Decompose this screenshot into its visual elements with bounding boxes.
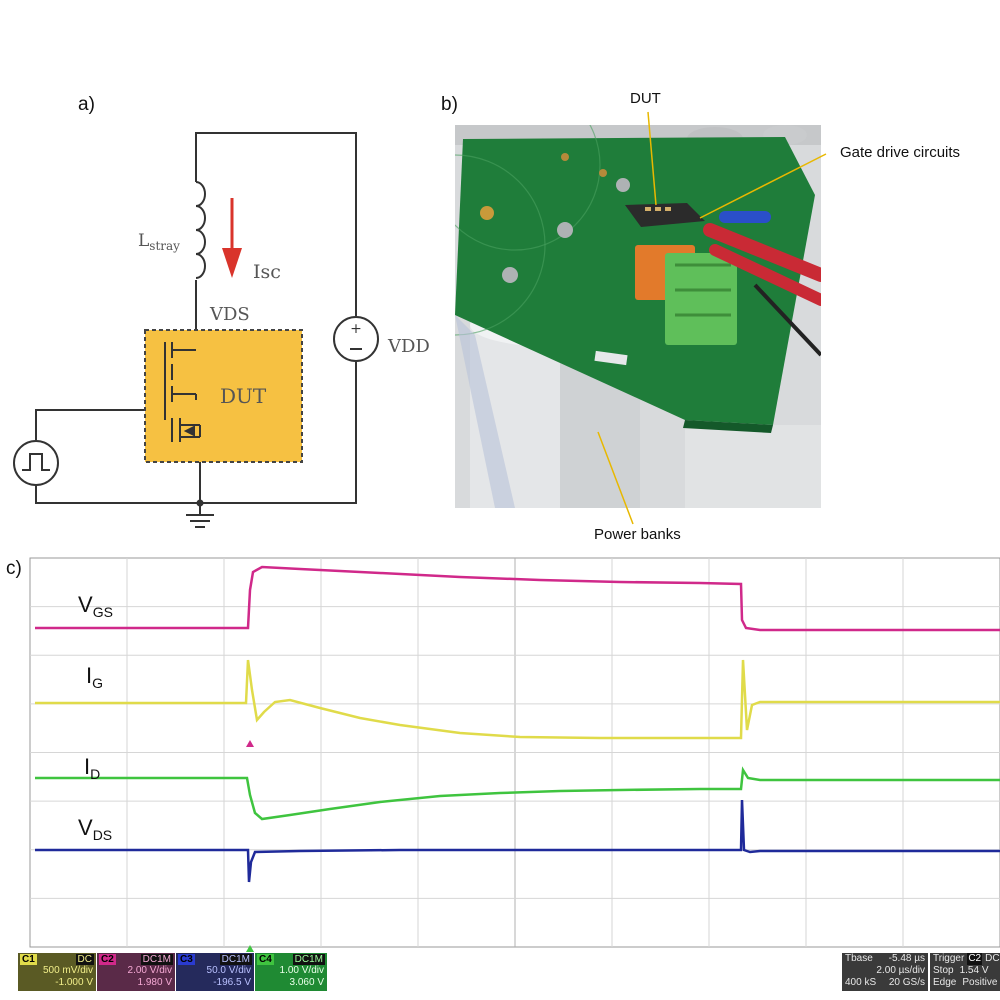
channel-offset: -1.000 V (55, 977, 93, 988)
dut-label: DUT (220, 384, 267, 408)
ground-symbol (186, 514, 214, 528)
channel-readout-c3[interactable]: C3 DC1M 50.0 V/div -196.5 V (176, 953, 254, 991)
id-trace (35, 766, 1000, 821)
inductor-coil (195, 181, 206, 279)
callout-dut: DUT (630, 90, 661, 107)
channel-coupling: DC (75, 953, 94, 965)
ig-label: IG (86, 663, 103, 691)
timebase-delay: -5.48 µs (888, 953, 925, 964)
ig-trace (35, 659, 1000, 740)
current-label: Isc (253, 261, 281, 283)
vgs-trace (35, 565, 1000, 632)
vds-trace (35, 799, 1000, 883)
channel-coupling: DC1M (292, 953, 325, 965)
channel-readout-c2[interactable]: C2 DC1M 2.00 V/div 1.980 V (97, 953, 175, 991)
channel-tag: C4 (257, 953, 274, 965)
circuit-schematic: + Lstray Isc VDS DUT VDD (13, 132, 430, 528)
id-label: ID (84, 754, 100, 782)
channel-offset: -196.5 V (213, 977, 251, 988)
trigger-coupling: DC (985, 953, 1000, 964)
vdd-source (333, 316, 379, 362)
timebase-scale: 2.00 µs/div (876, 965, 925, 976)
mosfet-symbol (164, 342, 201, 442)
channel-scale: 1.00 V/div (279, 965, 324, 976)
callout-power-banks: Power banks (594, 526, 681, 543)
trigger-label: Trigger (933, 953, 965, 964)
channel-tag: C1 (20, 953, 37, 965)
vds-label-scope: VDS (78, 815, 112, 843)
trigger-marker-top (246, 740, 254, 747)
trigger-marker-bottom (246, 945, 254, 952)
channel-tag: C2 (99, 953, 116, 965)
channel-coupling: DC1M (219, 953, 252, 965)
channel-scale: 50.0 V/div (206, 965, 251, 976)
trigger-level: 1.54 V (959, 965, 989, 976)
timebase-samples: 400 kS (845, 977, 877, 988)
channel-offset: 3.060 V (289, 977, 324, 988)
pulse-symbol (22, 453, 50, 471)
channel-readout-c4[interactable]: C4 DC1M 1.00 V/div 3.060 V (255, 953, 327, 991)
timebase-label: Tbase (845, 953, 873, 964)
channel-coupling: DC1M (140, 953, 173, 965)
channel-tag: C3 (178, 953, 195, 965)
photo-illustration (455, 125, 821, 508)
vds-label: VDS (209, 304, 250, 325)
callout-gate-drive: Gate drive circuits (840, 144, 961, 161)
channel-readout-c1[interactable]: C1 DC 500 mV/div -1.000 V (18, 953, 96, 991)
panel-label-c: c) (6, 558, 22, 579)
vgs-label: VGS (78, 592, 113, 620)
channel-scale: 2.00 V/div (127, 965, 172, 976)
vdd-label: VDD (387, 336, 430, 357)
test-setup-photo (455, 125, 821, 508)
timebase-readout[interactable]: Tbase -5.48 µs 2.00 µs/div 400 kS 20 GS/s (842, 953, 928, 991)
channel-offset: 1.980 V (137, 977, 172, 988)
oscilloscope-screen: VGS IG ID VDS (29, 557, 1000, 952)
pulse-source (13, 440, 59, 486)
panel-label-a: a) (78, 94, 95, 115)
channel-scale: 500 mV/div (42, 965, 93, 976)
vdd-plus: + (350, 321, 362, 337)
ground-node (196, 499, 204, 507)
inductor-label: Lstray (138, 231, 180, 253)
trigger-type: Edge (933, 977, 957, 988)
trigger-slope: Positive (962, 977, 998, 988)
trigger-channel: C2 (967, 953, 983, 965)
timebase-rate: 20 GS/s (888, 977, 925, 988)
panel-label-b: b) (441, 94, 458, 115)
current-arrowhead (222, 248, 242, 278)
trigger-mode: Stop (933, 965, 954, 976)
